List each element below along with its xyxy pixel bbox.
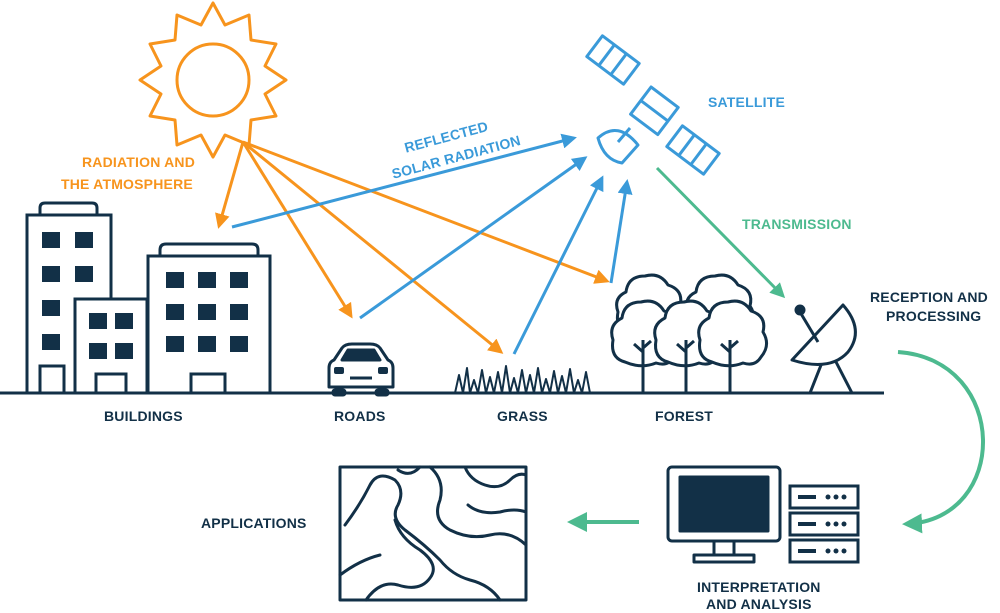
buildings-icon xyxy=(25,201,272,395)
sun-icon xyxy=(138,1,288,159)
buildings-label: BUILDINGS xyxy=(104,408,183,424)
satellite-label: SATELLITE xyxy=(708,94,785,110)
forest-icon xyxy=(610,273,768,393)
server-icon xyxy=(788,484,860,564)
roads-label: ROADS xyxy=(334,408,386,424)
grass-icon xyxy=(454,365,591,394)
satellite-dish-icon xyxy=(790,303,857,394)
radiation-label-line2: THE ATMOSPHERE xyxy=(61,176,193,192)
satellite-icon xyxy=(585,34,721,176)
car-icon xyxy=(327,342,395,397)
reception-label-line1: RECEPTION AND xyxy=(870,289,988,305)
map-icon xyxy=(338,465,528,602)
grass-label: GRASS xyxy=(497,408,548,424)
transmission-arrow xyxy=(655,166,786,299)
computer-monitor-icon xyxy=(666,465,782,564)
processing-curve-arrow xyxy=(897,350,985,534)
building-windows xyxy=(42,232,248,359)
interpretation-label-line1: INTERPRETATION xyxy=(697,579,821,595)
radiation-arrows xyxy=(215,140,610,354)
transmission-label: TRANSMISSION xyxy=(742,216,852,232)
forest-label: FOREST xyxy=(655,408,713,424)
reception-label-line2: PROCESSING xyxy=(886,308,981,324)
radiation-label-line1: RADIATION AND xyxy=(82,154,195,170)
applications-label: APPLICATIONS xyxy=(201,515,307,531)
reflected-radiation-arrows xyxy=(231,133,633,355)
interpretation-label-line2: AND ANALYSIS xyxy=(706,596,812,612)
